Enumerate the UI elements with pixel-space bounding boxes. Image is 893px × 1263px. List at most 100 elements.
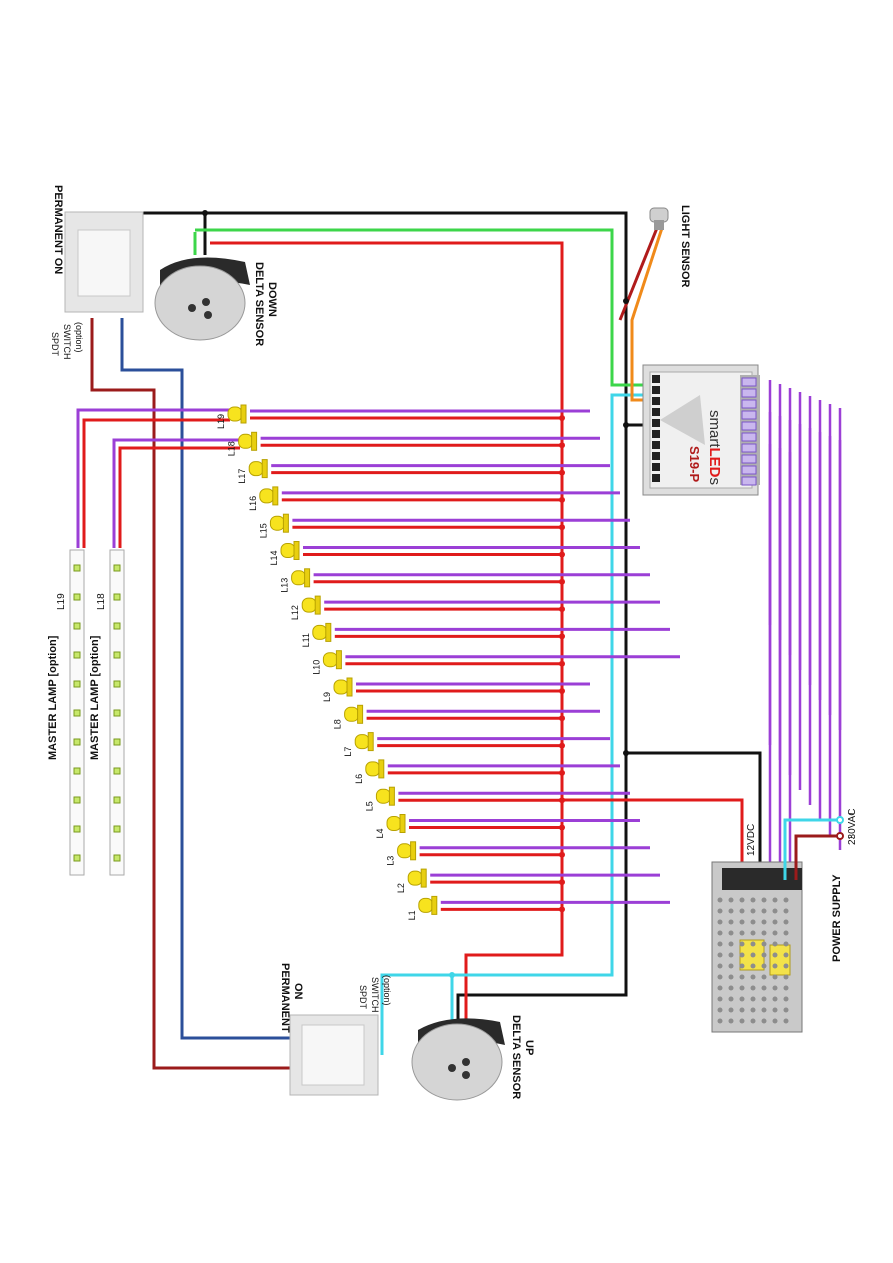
master-lamp-label-1: MASTER LAMP [option] [47,635,59,760]
terminal [652,441,660,449]
strip-chip [113,825,121,833]
strip-chip [73,680,81,688]
terminal-out [741,421,757,431]
strip-chip [113,564,121,572]
led-l13: L13 [280,568,311,593]
terminal [652,375,660,383]
terminal [652,474,660,482]
psu-vent [750,941,756,947]
psu-vent [750,985,756,991]
led-l19: L19 [216,404,247,429]
psu-vent [717,1018,723,1024]
psu-vent [750,1018,756,1024]
junctions [202,210,629,978]
psu-vent [728,963,734,969]
psu-vent [772,996,778,1002]
strip-chip [73,709,81,717]
psu-vent [717,919,723,925]
ac-symbol-text-2: ~ [848,833,854,844]
strip-2-id: L18 [96,593,107,610]
dark-blue-wire [120,318,292,1040]
dark-red-wire [90,318,292,1070]
psu-vent [728,996,734,1002]
black-wire-psu [626,751,762,880]
psu-vent [783,908,789,914]
led-l16: L16 [248,486,279,511]
terminal-out [741,410,757,420]
psu-vent [783,930,789,936]
light-sensor-wire-1 [618,227,659,321]
led-l12: L12 [290,595,321,620]
led-label: L10 [311,660,321,675]
psu-vent [728,930,734,936]
psu-vent [717,897,723,903]
red-junction [559,660,565,667]
led-label: L5 [364,801,374,811]
delta-sensor-down [154,257,250,341]
psu-vent [739,930,745,936]
led-label: L14 [269,550,279,565]
psu-vent [750,919,756,925]
spdt-switch-bottom[interactable] [289,1014,379,1096]
psu-vent [772,941,778,947]
spdt-text-bottom-2: SWITCH [370,977,380,1013]
strip-chip [113,651,121,659]
vac-label: 230VAC [847,808,858,845]
light-sensor-wire-2 [630,227,664,402]
led-l1: L1 [407,895,438,920]
red-junction [559,633,565,640]
psu-vent [772,985,778,991]
psu-vent [783,941,789,947]
terminal-out [741,465,757,475]
led-label: L18 [227,441,237,456]
red-junction [559,879,565,886]
led-label: L8 [333,719,343,729]
psu-vent [717,974,723,980]
red-junction [559,769,565,776]
vdc-text: 12VDC [746,824,757,856]
red-junction [559,442,565,449]
strip-chip [73,564,81,572]
led-l11: L11 [301,622,332,647]
terminal [652,397,660,405]
psu-vent [717,996,723,1002]
strip-1-red [82,418,230,548]
led-label: L7 [343,747,353,757]
psu-vent [739,908,745,914]
red-junction [559,906,565,913]
psu-vent [739,996,745,1002]
red-junction [559,824,565,831]
led-l18: L18 [227,431,258,456]
spdt-switch-top[interactable] [64,211,144,313]
psu-vent [772,897,778,903]
controller-brand-label: smartLEDs [706,410,723,485]
psu-vent [728,1018,734,1024]
terminal-out [741,399,757,409]
led-label: L2 [396,883,406,893]
red-junction [559,415,565,421]
permanent-on-label-top: PERMANENT ON [52,185,64,274]
permanent-on-label-bottom: PERMANENT ON [279,963,304,1033]
psu-vent [717,963,723,969]
psu-vent [739,941,745,947]
red-junction [559,551,565,558]
psu-vent [761,897,767,903]
psu-vent [772,919,778,925]
psu-vent [761,1007,767,1013]
led-l10: L10 [311,650,342,675]
psu-vent [728,974,734,980]
psu-vent [772,930,778,936]
vdc-label: 12VDC [746,824,757,856]
red-junction [559,797,565,804]
red-junction [559,524,565,531]
strip-chip [113,593,121,601]
led-l17: L17 [237,459,268,484]
delta-sensor-up [411,1018,505,1101]
terminal-out [741,454,757,464]
psu-vent [739,897,745,903]
red-wire-psu [562,798,744,880]
psu-vent [750,974,756,980]
controller-model-text: S19-P [687,446,702,482]
psu-vent [728,941,734,947]
terminal [652,419,660,427]
